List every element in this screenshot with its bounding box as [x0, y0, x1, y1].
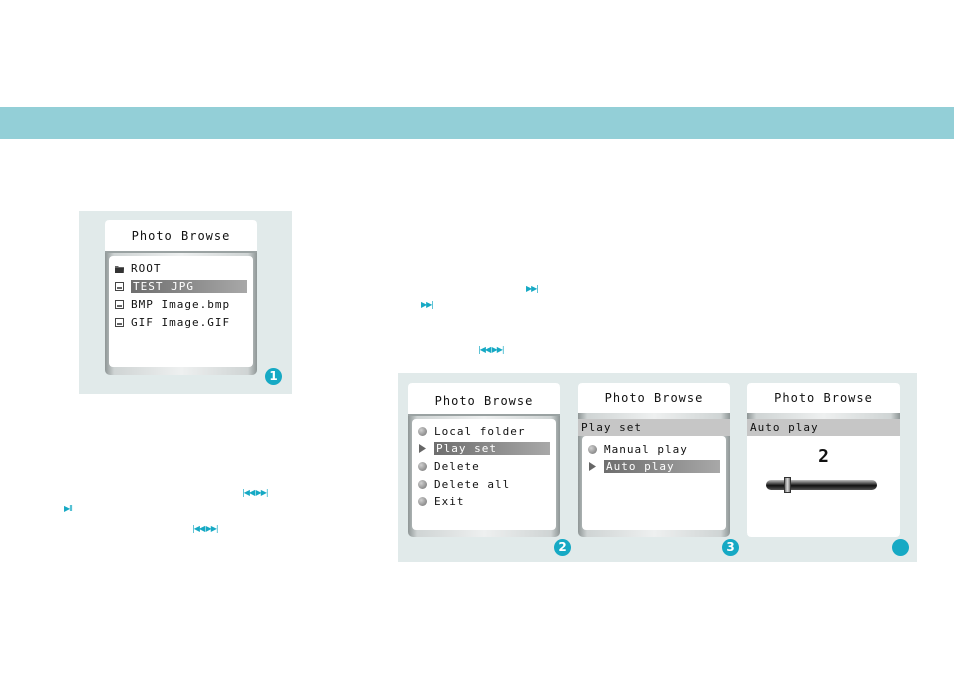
image-file-icon	[115, 281, 124, 291]
option-manual-play[interactable]: Manual play	[588, 443, 720, 456]
screen1-title: Photo Browse	[105, 220, 257, 253]
list-item[interactable]: GIF Image.GIF	[115, 316, 247, 329]
list-item[interactable]: ROOT	[115, 262, 247, 275]
device-screen4: Photo Browse Auto play 2	[747, 383, 900, 537]
interval-value: 2	[818, 446, 829, 467]
bullet-icon	[418, 497, 427, 506]
step-badge-1: 1	[265, 368, 282, 385]
step-badge-2: 2	[554, 539, 571, 556]
bullet-icon	[588, 445, 597, 454]
bullet-icon	[418, 427, 427, 436]
screen2-title: Photo Browse	[408, 383, 560, 416]
folder-icon	[115, 263, 124, 273]
interval-slider[interactable]	[766, 477, 877, 493]
menu-item-exit[interactable]: Exit	[418, 495, 550, 508]
prev-next-icon: |◀◀ ▶▶|	[478, 345, 505, 354]
device-screen1: Photo Browse ROOT TEST JPG BMP Image.bmp…	[105, 220, 257, 375]
menu-item-delete-all[interactable]: Delete all	[418, 478, 550, 491]
menu-item-delete[interactable]: Delete	[418, 460, 550, 473]
screen4-subtitle: Auto play	[747, 419, 900, 436]
list-item[interactable]: BMP Image.bmp	[115, 298, 247, 311]
menu-item-local-folder[interactable]: Local folder	[418, 425, 550, 438]
arrow-icon	[588, 461, 597, 471]
image-file-icon	[115, 299, 124, 309]
option-auto-play[interactable]: Auto play	[588, 460, 720, 473]
screen3-title: Photo Browse	[578, 383, 730, 413]
screen3-subtitle: Play set	[578, 419, 730, 436]
screen3-options: Manual play Auto play	[582, 436, 726, 530]
device-screen3: Photo Browse Play set Manual play Auto p…	[578, 383, 730, 537]
arrow-icon	[418, 443, 427, 453]
prev-next-icon: |◀◀ ▶▶|	[192, 524, 219, 533]
header-band	[0, 107, 954, 139]
bullet-icon	[418, 480, 427, 489]
play-pause-icon: ▶II	[64, 504, 73, 513]
step-badge-4	[892, 539, 909, 556]
list-item-selected[interactable]: TEST JPG	[115, 280, 247, 293]
screen4-title: Photo Browse	[747, 383, 900, 413]
device-screen2: Photo Browse Local folder Play set Delet…	[408, 383, 560, 537]
slider-handle[interactable]	[783, 477, 791, 493]
next-icon: ▶▶|	[421, 300, 434, 309]
screen1-panel: Photo Browse ROOT TEST JPG BMP Image.bmp…	[79, 211, 292, 394]
prev-next-icon: |◀◀ ▶▶|	[242, 488, 269, 497]
screen1-list: ROOT TEST JPG BMP Image.bmp GIF Image.GI…	[109, 256, 253, 367]
screen4-body: 2	[747, 436, 900, 537]
menu-item-play-set[interactable]: Play set	[418, 442, 550, 455]
next-icon: ▶▶|	[526, 284, 539, 293]
screen2-menu: Local folder Play set Delete Delete all …	[412, 419, 556, 530]
step-badge-3: 3	[722, 539, 739, 556]
screens-panel: Photo Browse Local folder Play set Delet…	[398, 373, 917, 562]
image-file-icon	[115, 317, 124, 327]
bullet-icon	[418, 462, 427, 471]
